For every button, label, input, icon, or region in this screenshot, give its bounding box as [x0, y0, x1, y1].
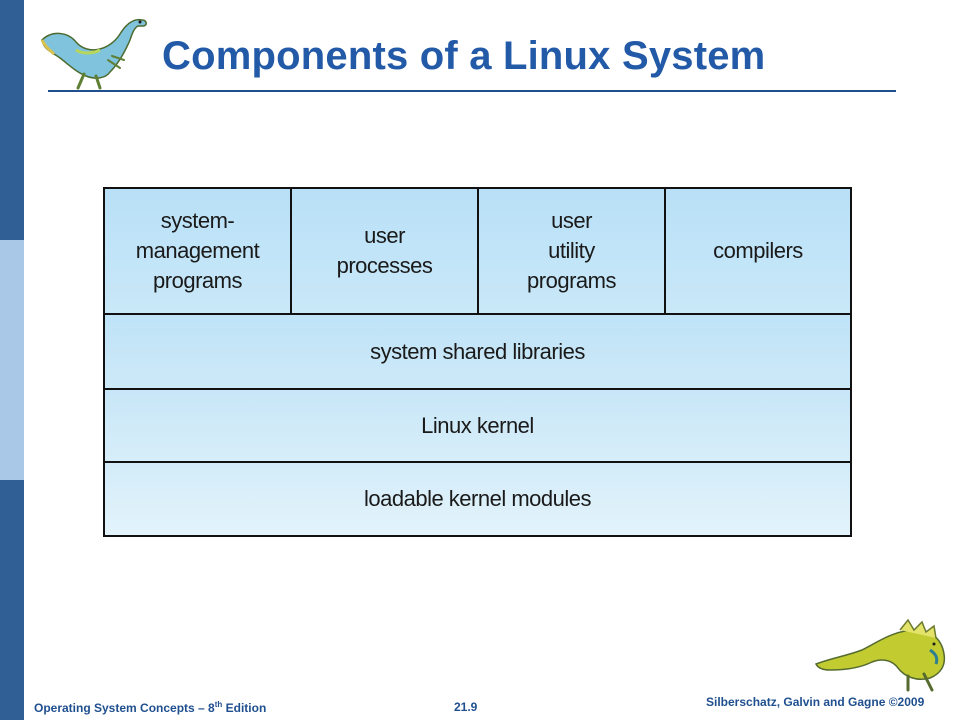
page-title: Components of a Linux System	[162, 34, 766, 78]
compilers-box: compilers	[666, 189, 850, 315]
dinosaur-icon	[40, 18, 147, 90]
side-accent-bottom	[0, 480, 24, 720]
book-title: Operating System Concepts – 8	[34, 701, 215, 715]
system-management-programs-box: system- management programs	[105, 189, 292, 315]
dinosaur-icon	[814, 618, 946, 692]
user-utility-programs-box: user utility programs	[479, 189, 666, 315]
user-processes-box: user processes	[292, 189, 479, 315]
linux-system-diagram: system- management programs user process…	[103, 187, 852, 537]
side-accent-middle	[0, 240, 24, 480]
copyright-footer: Silberschatz, Galvin and Gagne ©2009	[706, 695, 925, 709]
loadable-kernel-modules-layer: loadable kernel modules	[105, 463, 850, 535]
side-accent-top	[0, 0, 24, 240]
book-footer: Operating System Concepts – 8th Edition	[34, 700, 266, 715]
edition-suffix: Edition	[222, 701, 267, 715]
title-divider	[48, 90, 896, 92]
edition-superscript: th	[214, 700, 223, 709]
system-shared-libraries-layer: system shared libraries	[105, 315, 850, 390]
linux-kernel-layer: Linux kernel	[105, 390, 850, 463]
page-number: 21.9	[454, 700, 478, 714]
